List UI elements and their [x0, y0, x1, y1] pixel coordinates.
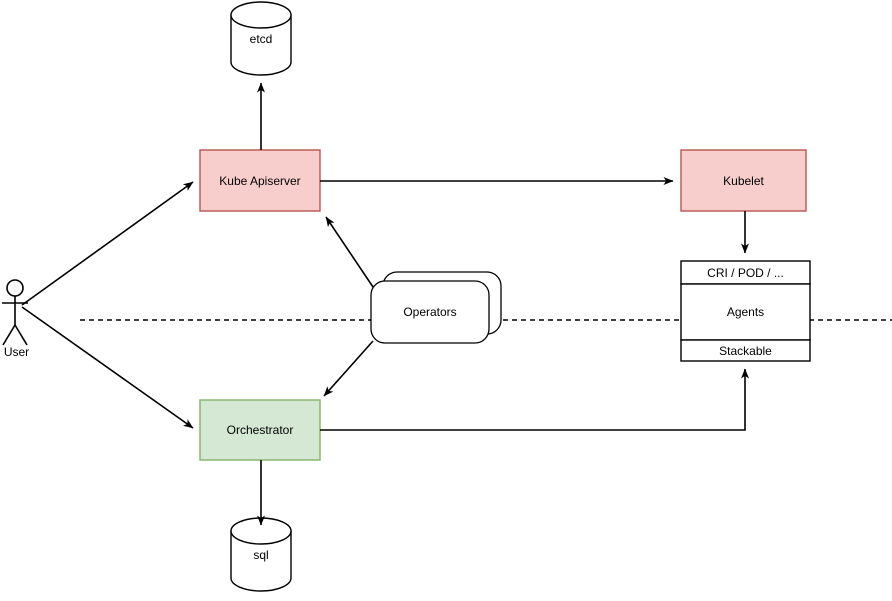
kube-apiserver-box-shape [199, 149, 321, 212]
sql-cylinder-shape [230, 517, 292, 592]
edge-operators-to-apiserver [325, 216, 374, 288]
edge-user-to-orchestrator [21, 306, 194, 429]
operators-stack-shape [370, 271, 502, 344]
edge-user-to-apiserver [21, 181, 194, 306]
user-actor-shape [2, 279, 28, 346]
edge-operators-to-orchestrator [323, 340, 374, 397]
etcd-cylinder-shape [230, 1, 292, 76]
agents-stack-shape [680, 260, 811, 362]
edge-orchestrator-to-stackable [320, 368, 749, 431]
kubelet-box-shape [680, 149, 807, 212]
orchestrator-box-shape [199, 399, 321, 461]
